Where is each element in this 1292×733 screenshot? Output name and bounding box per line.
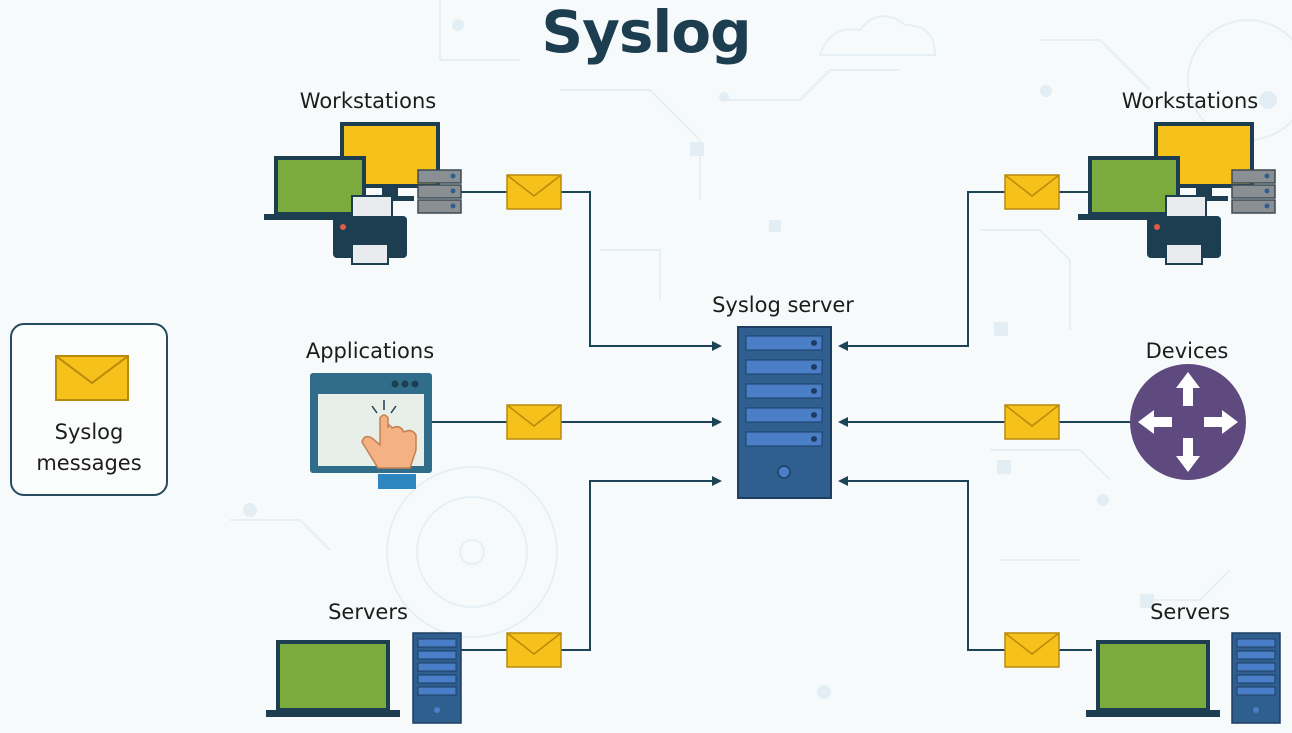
server-tower-icon	[1231, 632, 1281, 724]
envelope-icon	[1004, 404, 1060, 440]
connector-workstations-right	[838, 191, 1088, 351]
envelope-icon	[1004, 632, 1060, 668]
connector-workstations-left	[455, 191, 722, 351]
workstations-left-group	[264, 122, 462, 265]
envelope-icon	[1004, 174, 1060, 210]
legend-label-line2: messages	[36, 451, 142, 475]
touch-application-icon	[310, 373, 432, 489]
router-icon	[1130, 364, 1246, 480]
connector-servers-left	[455, 476, 722, 651]
label-devices: Devices	[1145, 339, 1229, 363]
servers-left-group	[266, 632, 462, 724]
envelope-icon	[506, 632, 562, 668]
legend-label: Syslog messages	[12, 417, 166, 479]
printer-icon	[1147, 195, 1221, 265]
legend-box: Syslog messages	[10, 323, 168, 496]
label-workstations-left: Workstations	[299, 89, 437, 113]
connector-servers-right	[838, 476, 1092, 651]
envelope-icon	[506, 174, 562, 210]
label-syslog-server: Syslog server	[712, 293, 854, 317]
label-servers-left: Servers	[328, 600, 408, 624]
legend-label-line1: Syslog	[54, 420, 124, 444]
label-workstations-right: Workstations	[1121, 89, 1259, 113]
laptop-icon	[266, 640, 400, 717]
printer-icon	[333, 195, 407, 265]
servers-right-group	[1086, 632, 1281, 724]
workstations-right-group	[1078, 122, 1276, 265]
label-servers-right: Servers	[1150, 600, 1230, 624]
laptop-icon	[1086, 640, 1220, 717]
server-tower-icon	[412, 632, 462, 724]
server-tower-icon	[737, 326, 832, 499]
laptop-icon	[1078, 156, 1190, 220]
envelope-icon	[506, 404, 562, 440]
envelope-icon	[55, 355, 129, 401]
diagram-title: Syslog	[541, 0, 751, 66]
laptop-icon	[264, 156, 376, 220]
storage-rack-icon	[417, 169, 462, 214]
label-applications: Applications	[305, 339, 435, 363]
storage-rack-icon	[1231, 169, 1276, 214]
